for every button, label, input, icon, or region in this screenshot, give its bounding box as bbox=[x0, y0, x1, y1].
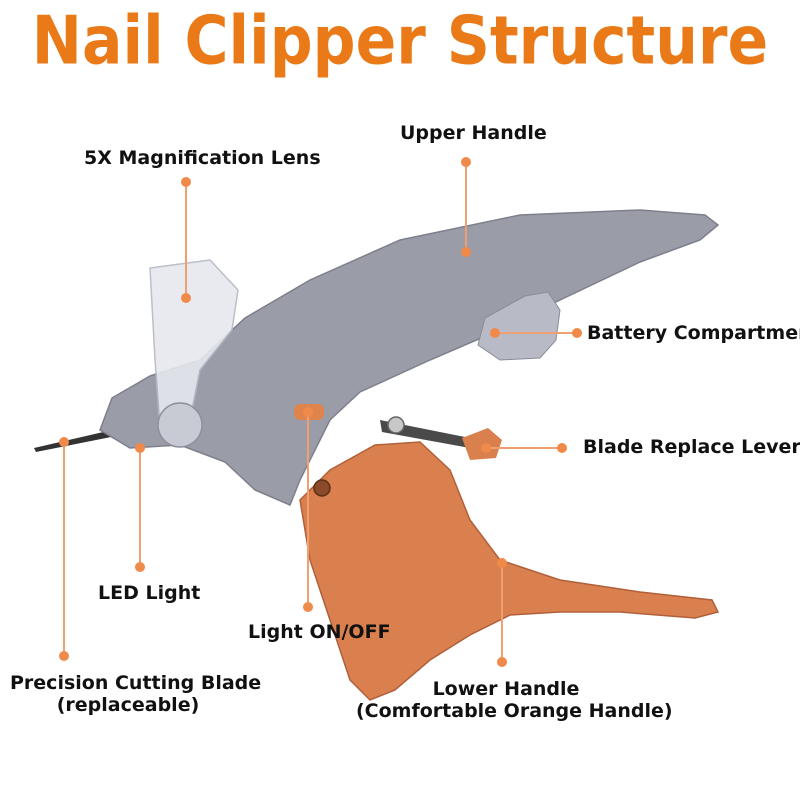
magnification-lens-shape bbox=[149, 259, 239, 429]
marker-battery-end bbox=[572, 328, 582, 338]
battery-compartment-shape bbox=[477, 291, 561, 361]
marker-lower-handle-top bbox=[497, 558, 507, 568]
marker-switch-end bbox=[303, 602, 313, 612]
page-title: Nail Clipper Structure bbox=[31, 1, 769, 81]
label-lower-handle: Lower Handle (Comfortable Orange Handle) bbox=[356, 678, 673, 722]
label-battery-compartment: Battery Compartment bbox=[587, 322, 800, 344]
marker-led-end bbox=[135, 562, 145, 572]
led-light-shape bbox=[157, 402, 203, 448]
label-cutting-blade-line1: Precision Cutting Blade bbox=[10, 672, 262, 694]
label-cutting-blade-line2: (replaceable) bbox=[56, 694, 200, 716]
marker-switch-top bbox=[303, 407, 313, 417]
label-led-light: LED Light bbox=[98, 582, 201, 604]
marker-battery-start bbox=[490, 328, 500, 338]
marker-upper-handle-end bbox=[461, 247, 471, 257]
blade-replace-lever-tab bbox=[462, 428, 502, 460]
marker-blade-end bbox=[59, 651, 69, 661]
marker-upper-handle-top bbox=[461, 157, 471, 167]
label-cutting-blade: Precision Cutting Blade (replaceable) bbox=[10, 672, 262, 716]
label-lower-handle-line1: Lower Handle bbox=[432, 678, 580, 700]
marker-magnification-top bbox=[181, 177, 191, 187]
label-light-on-off: Light ON/OFF bbox=[248, 621, 391, 643]
marker-lever-end bbox=[557, 443, 567, 453]
marker-magnification-end bbox=[181, 293, 191, 303]
cutting-blade-shape bbox=[34, 430, 116, 452]
upper-handle-shape bbox=[99, 209, 720, 506]
pivot-screw bbox=[313, 479, 331, 497]
marker-lever-start bbox=[481, 443, 491, 453]
label-blade-replace-lever: Blade Replace Lever bbox=[583, 436, 800, 458]
label-magnification-lens: 5X Magnification Lens bbox=[84, 147, 321, 169]
lever-screw bbox=[387, 416, 405, 434]
label-lower-handle-line2: (Comfortable Orange Handle) bbox=[356, 700, 673, 722]
marker-led-top bbox=[135, 443, 145, 453]
marker-blade-top bbox=[59, 437, 69, 447]
lower-handle-shape bbox=[299, 441, 720, 701]
marker-lower-handle-end bbox=[497, 657, 507, 667]
label-upper-handle: Upper Handle bbox=[400, 122, 547, 144]
